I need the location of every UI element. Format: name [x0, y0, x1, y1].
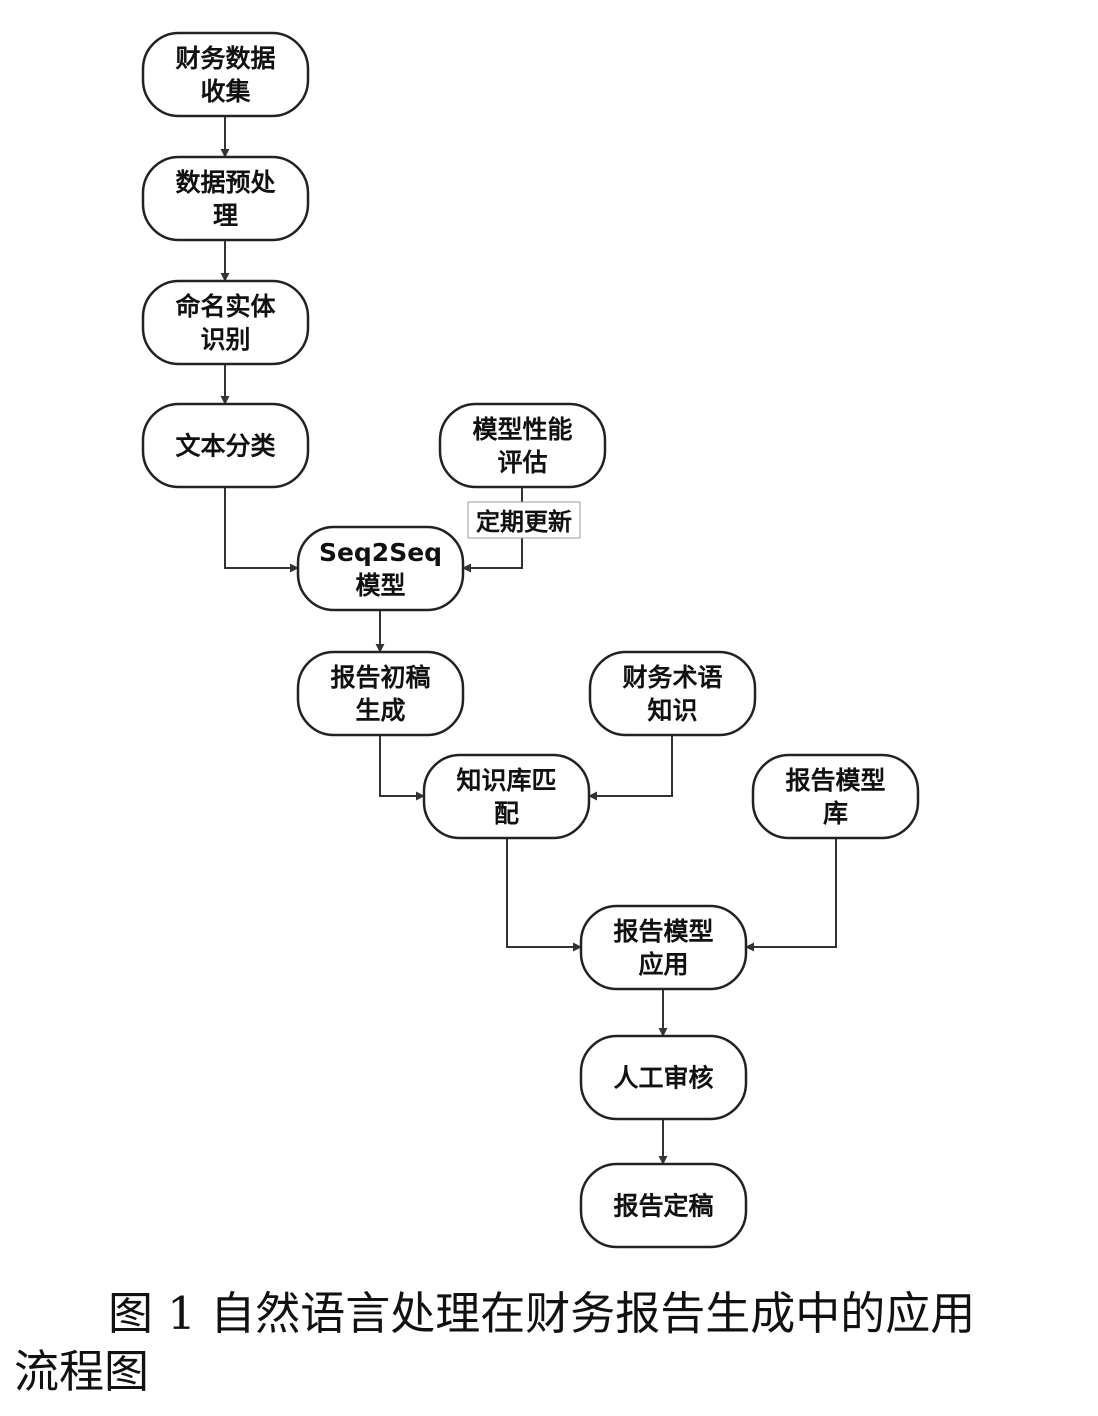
edge-n10-to-n11: [745, 838, 837, 952]
arrow-connector: [506, 838, 582, 952]
arrow-connector: [379, 735, 425, 801]
node-label-line: 评估: [497, 448, 547, 477]
node-label-line: 报告模型: [613, 917, 713, 946]
node-label-line: 生成: [355, 696, 405, 725]
node-label-line: 报告初稿: [330, 663, 430, 692]
node-label-line: 模型性能: [472, 415, 572, 444]
node-label-line: 收集: [200, 77, 251, 106]
rounded-box: [296, 525, 465, 612]
rounded-box: [438, 402, 607, 489]
node-label-line: 知识: [647, 696, 697, 725]
node-label-line: 报告定稿: [613, 1192, 713, 1221]
node-report-finalization: 报告定稿: [579, 1162, 748, 1249]
node-label-line: 报告模型: [785, 766, 885, 795]
edge-n7-to-n9: [379, 735, 425, 801]
node-label-line: 数据预处: [175, 168, 275, 197]
rounded-box: [751, 753, 920, 840]
rounded-box: [141, 279, 310, 366]
edge-n4-to-n6: [224, 487, 299, 573]
rounded-box: [579, 904, 748, 991]
node-label-line: 命名实体: [175, 292, 276, 321]
caption-line-2: 流程图: [14, 1345, 150, 1398]
rounded-box: [422, 753, 591, 840]
edge-n8-to-n9: [588, 735, 673, 801]
arrow-connector: [588, 735, 673, 801]
rounded-box: [141, 155, 310, 242]
edge-label-text: 定期更新: [476, 508, 572, 536]
rounded-box: [579, 1034, 748, 1121]
edge-n9-to-n11: [506, 838, 582, 952]
node-label-line: 财务术语: [622, 663, 722, 692]
node-text-classification: 文本分类: [141, 402, 310, 489]
node-label-line: Seq2Seq: [319, 538, 442, 567]
node-label-line: 财务数据: [175, 44, 275, 73]
node-label-line: 模型: [355, 571, 405, 600]
node-label-line: 人工审核: [613, 1064, 713, 1093]
node-label-line: 应用: [638, 950, 688, 979]
edge-n5-to-n6: 定期更新: [462, 487, 581, 573]
node-label-line: 文本分类: [175, 432, 276, 461]
node-seq2seq-model: Seq2Seq 模型: [296, 525, 465, 612]
rounded-box: [579, 1162, 748, 1249]
node-manual-review: 人工审核: [579, 1034, 748, 1121]
caption-line-1: 图 1 自然语言处理在财务报告生成中的应用: [108, 1287, 976, 1340]
figure-caption: 图 1 自然语言处理在财务报告生成中的应用 流程图: [0, 1285, 1098, 1401]
node-label-line: 配: [494, 799, 519, 828]
edge-label: 定期更新: [467, 501, 581, 539]
rounded-box: [588, 650, 757, 737]
rounded-box: [141, 402, 310, 489]
arrow-connector: [745, 838, 837, 952]
node-label-line: 知识库匹: [456, 766, 556, 795]
node-label-line: 识别: [200, 325, 250, 354]
node-label-line: 库: [823, 799, 848, 828]
rounded-box: [141, 31, 310, 118]
arrow-connector: [224, 487, 299, 573]
node-label-line: 理: [213, 201, 238, 230]
rounded-box: [296, 650, 465, 737]
